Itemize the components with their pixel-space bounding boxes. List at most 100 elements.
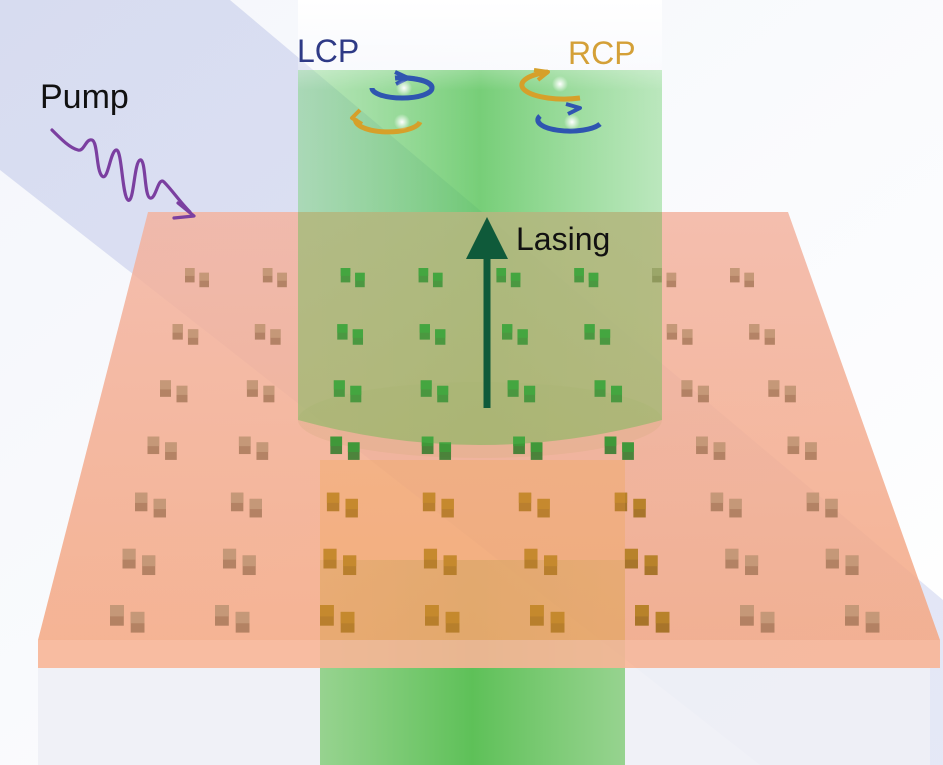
nanopillar-top [355,272,365,281]
nanopillar-top [423,548,438,560]
nanopillar-top [510,272,521,281]
nanopillar-top [340,268,351,276]
nanopillar-top [337,324,348,333]
nanopillar-top [517,329,528,338]
nanopillar-top [697,385,709,395]
rcp-label: RCP [568,35,636,71]
circular-arrow-icon [535,102,602,134]
nanopillar-top [784,385,796,395]
nanopillar-top [445,611,460,624]
nanopillar-top [418,268,429,276]
nanopillar-top [584,324,595,333]
nanopillar-top [524,385,536,395]
nanopillar-top [682,329,693,338]
nanopillar-top [537,498,550,510]
nanopillar-top [352,329,364,338]
nanopillar-top [235,611,250,624]
nanopillar-top [729,498,742,510]
beam-slab-intersection [320,460,625,640]
nanopillar-top [644,555,658,567]
nanopillar-top [666,272,677,281]
nanopillar-top [437,385,449,395]
nanopillar-top [422,492,436,503]
nanopillar-top [130,611,145,624]
nanopillar-top [333,380,345,390]
nanopillar-top [666,324,678,333]
nanopillar-top [518,492,532,503]
nanopillar-top [599,329,611,338]
nanopillar-top [825,548,839,560]
nanopillar-top [345,498,358,510]
nanopillar-top [277,272,287,281]
nanopillar-top [760,611,775,624]
nanopillar-top [725,548,739,560]
nanopillar-top [805,442,817,453]
nanopillar-top [574,268,584,276]
nanopillar-top [845,605,859,617]
nanopillar-top [256,442,269,453]
circular-arrow-icon [350,108,423,135]
nanopillar-top [172,324,183,333]
nanopillar-top [176,385,188,395]
nanopillar-top [187,329,199,338]
nanopillar-top [199,272,209,281]
lcp-circular-arrows [350,70,435,135]
nanopillar-top [347,442,360,453]
nanopillar-top [439,442,452,453]
nanopillar-top [611,385,623,395]
nanopillar-top [594,380,606,390]
nanopillar-top [544,555,558,567]
nanopillar-top [507,380,519,390]
slab-edge [38,640,940,668]
nanopillar-top [421,436,434,447]
nanopillar-top [185,268,195,276]
nanopillar-top [330,436,343,447]
wavy-arrow-icon [50,128,192,214]
beam-overlay [298,212,662,445]
nanopillar-top [160,380,171,390]
nanopillar-top [238,436,251,447]
nanopillar-top [222,548,237,560]
nanopillar-top [320,605,334,617]
nanopillar-top [806,492,820,503]
nanopillar-top [655,611,670,624]
circular-arrow-icon [519,68,581,102]
nanopillar-top [696,436,708,447]
nanopillar-top [744,272,754,281]
nanopillar-top [604,436,617,447]
rcp-circular-arrows [519,68,602,134]
pump-wavy-arrow [50,128,196,220]
nanopillar-top [249,498,262,510]
nanopillar-array [110,268,880,633]
nanopillar-top [710,492,724,503]
nanopillar-top [110,605,124,617]
nanopillar-top [326,492,340,503]
nanopillar-top [122,548,136,560]
nanopillar-top [633,498,646,510]
nanopillar-top [865,611,880,624]
nanopillar-top [441,498,454,510]
nanopillar-top [420,380,432,390]
nanopillar-top [740,605,754,617]
nanopillar-top [254,324,266,333]
nanopillar-top [749,324,760,333]
nanopillar-top [787,436,800,447]
nanopillar-top [242,555,256,567]
nanopillar-top [215,605,229,617]
lasing-label: Lasing [516,221,610,257]
nanopillar-top [681,380,693,390]
nanopillar-top [419,324,430,333]
nanopillar-top [550,611,565,624]
nanopillar-top [764,329,775,338]
nanopillar-top [635,605,649,617]
nanopillar-top [425,605,439,617]
nanopillar-top [165,442,177,453]
nanopillar-top [435,329,446,338]
nanopillar-top [588,272,599,281]
nanopillar-top [530,605,544,617]
nanopillar-top [652,268,662,276]
nanopillar-top [502,324,513,333]
nanopillar-top [135,492,148,503]
